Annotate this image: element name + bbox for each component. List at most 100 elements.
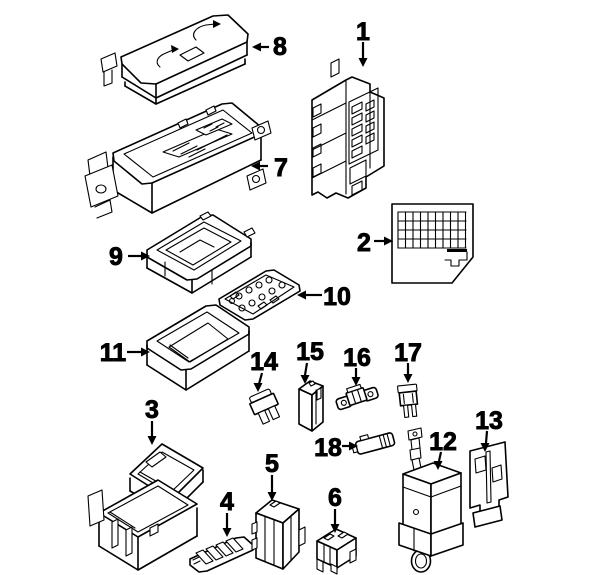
- callout-14[interactable]: 14: [250, 348, 278, 392]
- callout-18-label[interactable]: 18: [314, 434, 343, 463]
- callout-8-label[interactable]: 8: [273, 33, 288, 62]
- line-art-shape: [430, 522, 464, 557]
- callout-3-label[interactable]: 3: [145, 396, 160, 425]
- callout-5[interactable]: 5: [265, 450, 279, 501]
- part-12-drawing: [398, 427, 464, 573]
- part-17-drawing: [397, 383, 419, 418]
- callout-3[interactable]: 3: [145, 396, 159, 445]
- callout-7[interactable]: 7: [251, 154, 288, 182]
- part-4-drawing: [189, 536, 254, 573]
- part-3-drawing: [87, 443, 204, 571]
- line-art-shape: [146, 330, 250, 391]
- line-art-shape: [246, 168, 267, 191]
- part-6-drawing: [316, 528, 357, 575]
- callout-4-arrowhead: [222, 528, 232, 537]
- line-art-shape: [156, 221, 242, 271]
- callout-2-label[interactable]: 2: [357, 229, 372, 258]
- callout-1-label[interactable]: 1: [356, 18, 371, 47]
- line-art-shape: [298, 388, 313, 432]
- line-art-shape: [409, 447, 422, 461]
- callout-16[interactable]: 16: [343, 344, 371, 386]
- callout-7-label[interactable]: 7: [274, 154, 289, 183]
- line-art-shape: [269, 295, 280, 304]
- callout-2[interactable]: 2: [357, 229, 393, 257]
- callout-15[interactable]: 15: [296, 338, 324, 384]
- line-art-shape: [311, 76, 385, 199]
- line-art-shape: [109, 511, 136, 529]
- line-art-shape: [103, 69, 113, 87]
- callout-13-label[interactable]: 13: [475, 407, 504, 436]
- line-art-shape: [365, 110, 375, 123]
- line-art-shape: [257, 409, 271, 425]
- callout-11[interactable]: 11: [99, 339, 150, 368]
- callout-11-label[interactable]: 11: [99, 339, 127, 368]
- callout-11-arrowhead: [141, 347, 150, 357]
- line-art-shape: [351, 112, 363, 126]
- callout-14-label[interactable]: 14: [250, 348, 279, 377]
- line-art-shape: [351, 180, 363, 196]
- line-art-shape: [298, 526, 306, 547]
- callout-18[interactable]: 18: [314, 434, 358, 462]
- part-10-drawing: [218, 269, 301, 321]
- line-art-shape: [412, 431, 418, 437]
- line-art-shape: [410, 403, 418, 418]
- callout-17[interactable]: 17: [394, 339, 422, 383]
- callout-9[interactable]: 9: [109, 243, 150, 271]
- callout-6-arrowhead: [330, 524, 340, 533]
- callout-6-label[interactable]: 6: [328, 484, 343, 513]
- line-art-shape: [215, 541, 234, 557]
- callout-4[interactable]: 4: [220, 488, 234, 537]
- line-art-shape: [268, 287, 276, 295]
- line-art-shape: [238, 304, 246, 312]
- callout-17-label[interactable]: 17: [394, 339, 423, 368]
- callout-13-arrowhead: [480, 443, 490, 452]
- line-art-shape: [257, 301, 268, 310]
- line-art-shape: [330, 563, 338, 575]
- line-art-shape: [349, 548, 357, 564]
- part-16-drawing: [335, 383, 379, 411]
- callout-14-arrow: [257, 372, 264, 385]
- callout-12-label[interactable]: 12: [429, 428, 458, 457]
- callout-16-label[interactable]: 16: [343, 344, 372, 373]
- callout-8[interactable]: 8: [252, 33, 287, 61]
- callout-13[interactable]: 13: [475, 407, 503, 452]
- part-15-drawing: [298, 380, 324, 432]
- line-art-shape: [120, 14, 249, 85]
- line-art-shape: [249, 392, 279, 416]
- part-7-drawing: [84, 102, 272, 219]
- line-art-shape: [351, 145, 363, 159]
- part-13-drawing: [469, 441, 509, 528]
- callout-7-arrowhead: [251, 161, 260, 171]
- callout-12[interactable]: 12: [429, 428, 457, 470]
- line-art-shape: [267, 405, 281, 421]
- line-art-shape: [378, 433, 391, 448]
- line-art-shape: [156, 311, 240, 363]
- line-art-shape: [340, 399, 347, 406]
- callout-5-label[interactable]: 5: [265, 450, 280, 479]
- line-art-shape: [256, 125, 266, 135]
- line-art-shape: [365, 99, 375, 112]
- line-art-shape: [398, 390, 419, 407]
- line-art-shape: [444, 251, 468, 267]
- callout-1-arrowhead: [358, 58, 368, 67]
- line-art-shape: [156, 49, 174, 68]
- callout-10[interactable]: 10: [297, 283, 351, 311]
- line-art-shape: [316, 558, 324, 573]
- callout-8-arrowhead: [252, 42, 261, 52]
- line-art-shape: [397, 211, 467, 249]
- callout-9-label[interactable]: 9: [109, 243, 124, 272]
- line-art-shape: [346, 383, 362, 394]
- line-art-shape: [265, 276, 273, 284]
- line-art-shape: [251, 537, 258, 551]
- callout-15-label[interactable]: 15: [296, 338, 325, 367]
- callout-10-label[interactable]: 10: [323, 283, 352, 312]
- line-art-shape: [121, 41, 248, 99]
- callout-9-arrowhead: [141, 251, 150, 261]
- part-9-drawing: [146, 211, 256, 294]
- callout-4-label[interactable]: 4: [220, 488, 235, 517]
- line-art-shape: [351, 101, 363, 115]
- callout-6[interactable]: 6: [328, 484, 342, 533]
- callout-1[interactable]: 1: [356, 18, 370, 67]
- line-art-shape: [245, 286, 253, 294]
- line-art-shape: [98, 535, 198, 571]
